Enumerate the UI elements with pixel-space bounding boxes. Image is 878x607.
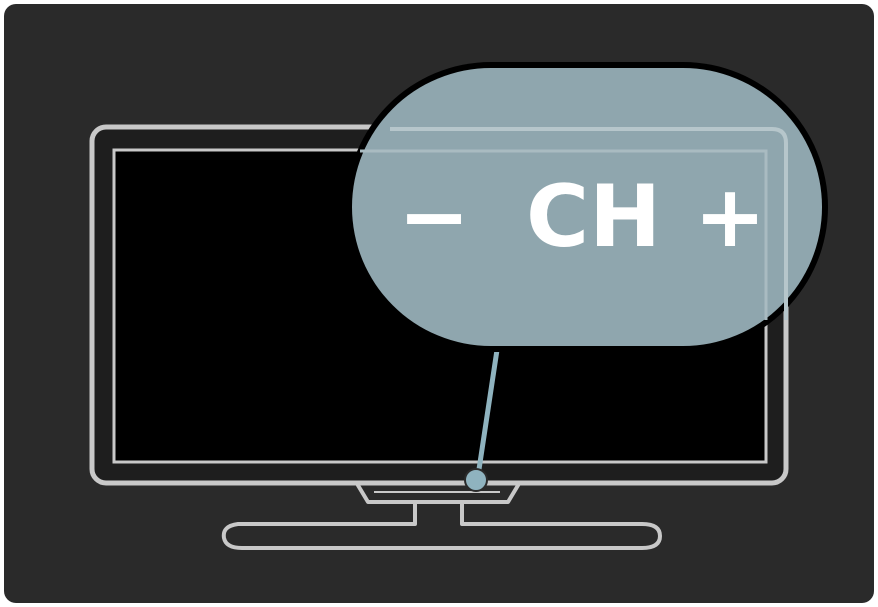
- channel-plus-label: +: [694, 167, 766, 267]
- channel-button-callout-icon: − CH +: [346, 62, 828, 352]
- callout-pointer-line: [475, 349, 500, 477]
- channel-minus-label: −: [398, 167, 470, 267]
- channel-ch-label: CH: [526, 167, 661, 267]
- channel-button-dot: [464, 468, 488, 492]
